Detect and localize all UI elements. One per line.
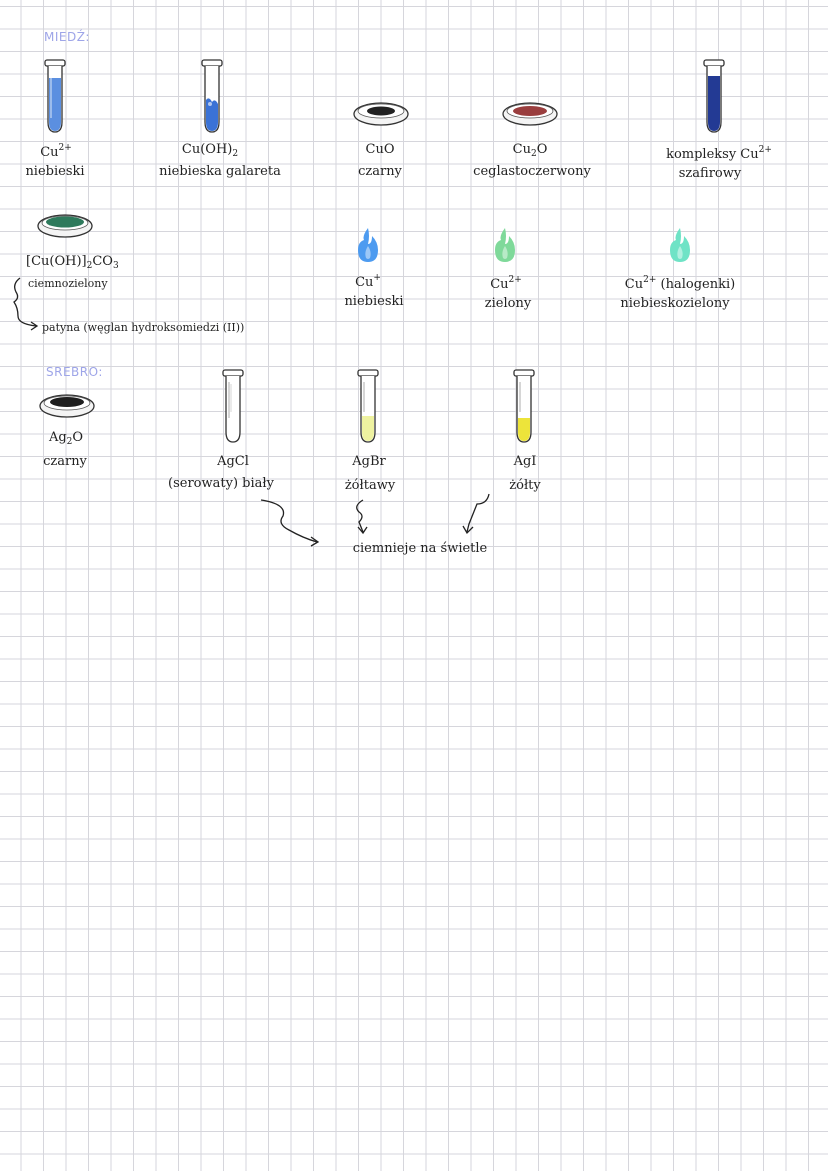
formula-text: [Cu(OH)] — [26, 254, 87, 269]
label-agbr-color: żółtawy — [344, 478, 396, 493]
test-tube-liquid — [206, 98, 218, 131]
formula-tail: O — [72, 430, 84, 445]
label-cuoh2-formula: Cu(OH)2 — [170, 142, 250, 162]
formula-sup: + — [373, 273, 381, 283]
label-agi-color: żółty — [509, 478, 541, 493]
formula-text: kompleksy Cu — [666, 147, 759, 162]
test-tube-liquid — [708, 76, 720, 131]
label-carbonate-color: ciemnozielony — [28, 277, 108, 290]
flame-shape — [358, 228, 378, 262]
label-darkens-note: ciemnieje na świetle — [352, 541, 488, 556]
formula-sub: 2 — [232, 149, 239, 159]
test-tube-liquid — [49, 78, 61, 131]
dish-powder — [46, 216, 84, 228]
formula-sub: 2 — [530, 149, 537, 159]
label-cu2o-color: ceglastoczerwony — [473, 164, 591, 179]
formula-text: Cu — [490, 277, 509, 292]
formula-tail: CO — [92, 254, 113, 269]
test-tube-agi — [513, 369, 535, 443]
label-cu2-color: niebieski — [25, 164, 85, 179]
arrow-agcl — [260, 499, 318, 543]
petri-dish-cuo — [353, 102, 409, 126]
label-flame3-color: niebieskozielony — [620, 296, 730, 311]
label-cu2o-formula: Cu2O — [498, 142, 562, 162]
test-tube-liquid — [518, 418, 530, 441]
flame-icon — [358, 228, 378, 262]
petri-dish-cu2o — [502, 102, 558, 126]
test-tube-cu-complex — [703, 59, 725, 133]
petri-dish-carbonate — [37, 214, 93, 238]
arrow-agi — [466, 493, 490, 533]
formula-text: Cu — [355, 275, 374, 290]
flame-icon — [670, 228, 690, 262]
formula-sub: 2 — [86, 261, 93, 271]
formula-sup: 2+ — [758, 145, 772, 155]
formula-sup: 2+ — [508, 275, 522, 285]
label-flame1-formula: Cu+ — [338, 270, 398, 291]
section-title-copper: MIEDŹ: — [44, 30, 90, 44]
label-flame1-color: niebieski — [344, 294, 404, 309]
dish-powder — [50, 397, 84, 407]
dish-powder — [367, 106, 395, 116]
label-cu2-formula: Cu2+ — [30, 140, 82, 161]
label-agi-formula: AgI — [513, 454, 537, 469]
arrows-to-note — [260, 493, 490, 547]
label-flame2-color: zielony — [484, 296, 532, 311]
formula-tail: (halogenki) — [656, 277, 736, 292]
test-tube-agcl — [222, 369, 244, 443]
formula-sub: 3 — [112, 261, 119, 271]
label-cuo-formula: CuO — [365, 142, 395, 157]
label-patina-note: patyna (węglan hydroksomiedzi (II)) — [42, 321, 245, 334]
formula-tail: O — [536, 142, 548, 157]
label-agcl-formula: AgCl — [217, 454, 249, 469]
formula-text: Cu — [40, 145, 59, 160]
test-tube-cu2 — [44, 59, 66, 133]
label-flame2-formula: Cu2+ — [476, 272, 536, 293]
test-tube-agbr — [357, 369, 379, 443]
formula-text: Ag — [48, 430, 67, 445]
flame-shape — [495, 228, 515, 262]
label-cuoh2-color: niebieska galareta — [159, 164, 281, 179]
flame-shape — [670, 228, 690, 262]
flame-icon — [495, 228, 515, 262]
label-carbonate-formula: [Cu(OH)]2CO3 — [26, 254, 119, 274]
label-agcl-color: (serowaty) biały — [168, 476, 274, 491]
dish-powder — [513, 106, 547, 116]
label-complex-formula: kompleksy Cu2+ — [664, 142, 774, 163]
formula-text: Cu — [512, 142, 531, 157]
formula-sub: 2 — [66, 437, 73, 447]
bracket-arrow — [13, 277, 39, 331]
test-tube-body — [225, 376, 241, 443]
petri-dish-ag2o — [39, 394, 95, 418]
formula-sup: 2+ — [58, 143, 72, 153]
arrow-agbr — [356, 499, 364, 533]
label-ag2o-formula: Ag2O — [36, 430, 96, 450]
formula-text: Cu(OH) — [181, 142, 233, 157]
test-tube-liquid — [362, 416, 374, 441]
label-complex-color: szafirowy — [678, 166, 742, 181]
label-agbr-formula: AgBr — [352, 454, 386, 469]
formula-sup: 2+ — [643, 275, 657, 285]
test-tube-cuoh2 — [201, 59, 223, 133]
label-flame3-formula: Cu2+ (halogenki) — [612, 272, 748, 293]
label-ag2o-color: czarny — [43, 454, 87, 469]
formula-text: Cu — [624, 277, 644, 292]
section-title-silver: SREBRO: — [46, 365, 103, 379]
label-cuo-color: czarny — [358, 164, 402, 179]
